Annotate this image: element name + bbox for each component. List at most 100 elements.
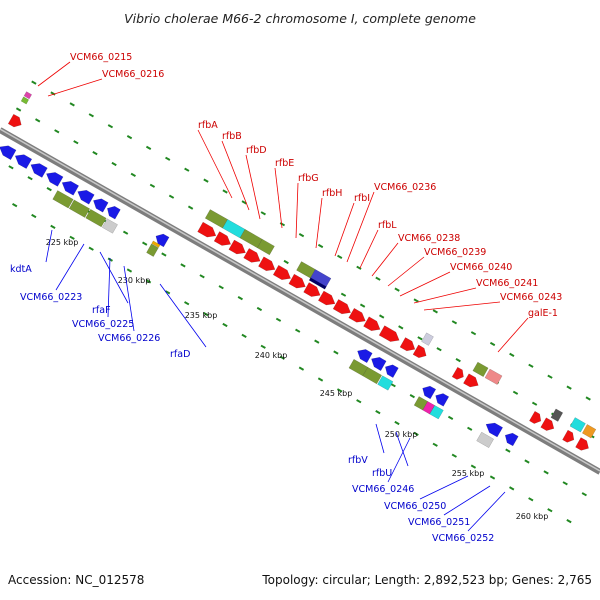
cog-block bbox=[362, 366, 383, 385]
track-tick bbox=[447, 415, 454, 421]
track-tick bbox=[145, 145, 152, 151]
track-tick bbox=[126, 134, 133, 140]
gene-label-forward: rfbB bbox=[222, 131, 242, 142]
gene-label-reverse: rfbU bbox=[372, 468, 392, 479]
track-tick bbox=[298, 232, 305, 238]
gene-label-forward: galE-1 bbox=[528, 308, 558, 319]
label-leader bbox=[387, 256, 425, 287]
gene-label-reverse: rfaF bbox=[92, 305, 111, 316]
gene-label-reverse: VCM66_0252 bbox=[432, 533, 494, 544]
cog-block bbox=[421, 332, 434, 346]
forward-gene-arrow bbox=[228, 239, 246, 255]
track-tick bbox=[88, 113, 94, 118]
track-tick bbox=[241, 333, 247, 339]
track-tick bbox=[27, 176, 33, 181]
track-tick bbox=[562, 481, 568, 486]
reverse-gene-arrow bbox=[106, 206, 121, 220]
cog-block bbox=[550, 408, 564, 422]
forward-gene-arrow bbox=[348, 307, 366, 323]
cog-block bbox=[377, 375, 394, 391]
track-tick bbox=[505, 448, 511, 453]
track-tick bbox=[489, 341, 496, 347]
track-tick bbox=[531, 401, 538, 406]
track-tick bbox=[142, 241, 148, 246]
axis-tick-label: 245 kbp bbox=[320, 389, 353, 398]
gene-label-forward: rfbE bbox=[275, 158, 294, 169]
track-tick bbox=[31, 213, 37, 219]
gene-label-forward: rfbI bbox=[354, 193, 370, 204]
track-tick bbox=[566, 518, 572, 524]
forward-gene-arrow bbox=[272, 264, 291, 280]
reverse-gene-arrow bbox=[30, 163, 48, 178]
track-tick bbox=[203, 311, 209, 317]
forward-gene-arrow bbox=[303, 282, 321, 297]
axis-tick-label: 230 kbp bbox=[118, 276, 151, 285]
axis-tick-label: 250 kbp bbox=[385, 430, 418, 439]
label-leader bbox=[399, 271, 451, 297]
label-leader bbox=[375, 423, 385, 454]
track-tick bbox=[359, 303, 366, 308]
cog-block bbox=[23, 91, 33, 100]
label-leader bbox=[47, 78, 103, 97]
track-tick bbox=[237, 295, 243, 301]
track-tick bbox=[165, 156, 171, 161]
track-tick bbox=[107, 124, 114, 129]
forward-gene-arrow bbox=[288, 273, 306, 289]
label-leader bbox=[334, 202, 355, 257]
track-tick bbox=[417, 336, 423, 341]
gene-label-reverse: VCM66_0225 bbox=[72, 319, 134, 330]
reverse-gene-arrow bbox=[14, 154, 33, 169]
track-tick bbox=[15, 107, 22, 112]
label-leader bbox=[37, 61, 71, 87]
cog-block bbox=[68, 199, 91, 218]
cog-block bbox=[151, 240, 161, 248]
track-tick bbox=[298, 366, 305, 371]
track-tick bbox=[509, 486, 515, 491]
cog-block bbox=[146, 243, 159, 257]
track-tick bbox=[528, 363, 534, 368]
track-tick bbox=[375, 276, 381, 281]
reverse-gene-arrow bbox=[371, 357, 387, 372]
cog-block bbox=[20, 96, 30, 105]
track-tick bbox=[467, 426, 473, 431]
track-tick bbox=[50, 224, 56, 230]
track-tick bbox=[222, 189, 228, 194]
forward-gene-arrow bbox=[7, 113, 22, 128]
reverse-gene-arrow bbox=[357, 349, 373, 364]
reverse-gene-arrow bbox=[0, 145, 17, 161]
label-leaders bbox=[37, 61, 529, 532]
track-tick bbox=[470, 331, 477, 336]
forward-gene-arrow bbox=[213, 231, 232, 246]
label-leader bbox=[197, 129, 233, 199]
forward-gene-arrow bbox=[529, 410, 542, 424]
track-tick bbox=[279, 355, 285, 360]
label-leader bbox=[371, 242, 399, 277]
forward-gene-arrow bbox=[317, 290, 336, 306]
reverse-gene-arrow bbox=[93, 198, 109, 213]
cog-block bbox=[429, 405, 444, 420]
gene-label-forward: rfbH bbox=[322, 188, 342, 199]
track-tick bbox=[413, 431, 419, 437]
reverse-gene-arrow bbox=[435, 393, 450, 407]
forward-gene-arrow bbox=[540, 417, 555, 431]
track-tick bbox=[317, 377, 324, 382]
track-tick bbox=[436, 347, 442, 352]
track-tick bbox=[187, 205, 194, 210]
track-tick bbox=[585, 396, 591, 401]
gene-label-reverse: kdtA bbox=[10, 264, 32, 275]
track-tick bbox=[524, 459, 530, 464]
track-tick bbox=[126, 268, 133, 273]
track-tick bbox=[8, 165, 14, 170]
cog-block bbox=[484, 368, 503, 385]
label-leader bbox=[423, 301, 501, 311]
gene-label-forward: VCM66_0241 bbox=[476, 278, 538, 289]
label-leader bbox=[413, 287, 477, 304]
gene-label-forward: VCM66_0240 bbox=[450, 262, 512, 273]
reverse-gene-arrow bbox=[384, 364, 399, 378]
map-title: Vibrio cholerae M66-2 chromosome I, comp… bbox=[124, 11, 476, 26]
track-tick bbox=[164, 290, 171, 295]
forward-gene-arrow bbox=[451, 366, 464, 380]
track-tick bbox=[199, 274, 205, 279]
track-tick bbox=[88, 246, 94, 251]
